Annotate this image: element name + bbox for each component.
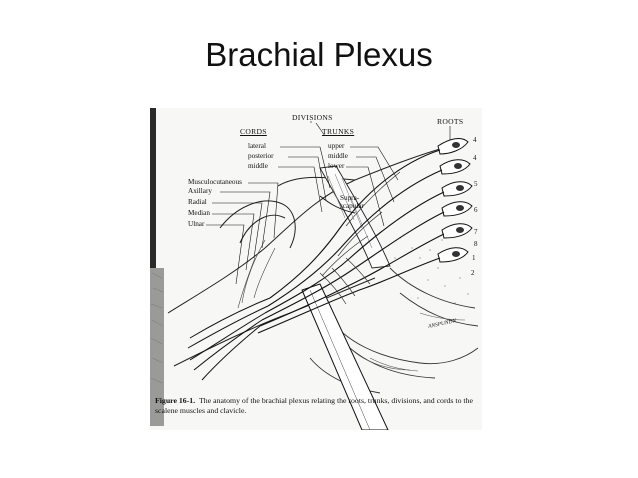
cord-label-lateral: lateral bbox=[248, 142, 266, 150]
nerve-label-ulnar: Ulnar bbox=[188, 220, 205, 228]
root-number-4: 4 bbox=[473, 154, 477, 162]
trunk-label-upper: upper bbox=[328, 142, 345, 150]
nerve-label-musculocutaneous: Musculocutaneous bbox=[188, 178, 242, 186]
brachial-plexus-figure: DIVISIONS ROOTS CORDS TRUNKS lateral pos… bbox=[150, 108, 482, 430]
trunks-header: TRUNKS bbox=[322, 127, 355, 136]
suprascapular-label-line2: scapular bbox=[340, 202, 364, 210]
roots-header: ROOTS bbox=[437, 117, 464, 126]
trunk-label-lower: lower bbox=[328, 162, 345, 170]
slide-title: Brachial Plexus bbox=[205, 36, 433, 73]
cords-header: CORDS bbox=[240, 127, 267, 136]
root-number-6: 6 bbox=[474, 206, 478, 214]
root-number-5: 5 bbox=[474, 180, 478, 188]
root-number-top: 4 bbox=[473, 136, 477, 144]
figure-caption-text: The anatomy of the brachial plexus relat… bbox=[155, 396, 473, 415]
cord-label-middle: middle bbox=[248, 162, 268, 170]
nerve-label-axillary: Axillary bbox=[188, 187, 212, 195]
figure-caption: Figure 16-1. The anatomy of the brachial… bbox=[155, 396, 481, 416]
divisions-header: DIVISIONS bbox=[292, 113, 333, 122]
root-number-t1: 1 bbox=[472, 254, 476, 262]
nerve-label-radial: Radial bbox=[188, 198, 207, 206]
plexus-illustration bbox=[150, 108, 479, 430]
cord-label-posterior: posterior bbox=[248, 152, 274, 160]
root-number-8: 8 bbox=[474, 240, 478, 248]
figure-caption-label: Figure 16-1. bbox=[155, 396, 196, 405]
root-number-7: 7 bbox=[474, 228, 478, 236]
nerve-label-median: Median bbox=[188, 209, 210, 217]
suprascapular-label-line1: Supra- bbox=[340, 194, 360, 202]
root-number-t2: 2 bbox=[471, 269, 475, 277]
trunk-label-middle: middle bbox=[328, 152, 348, 160]
